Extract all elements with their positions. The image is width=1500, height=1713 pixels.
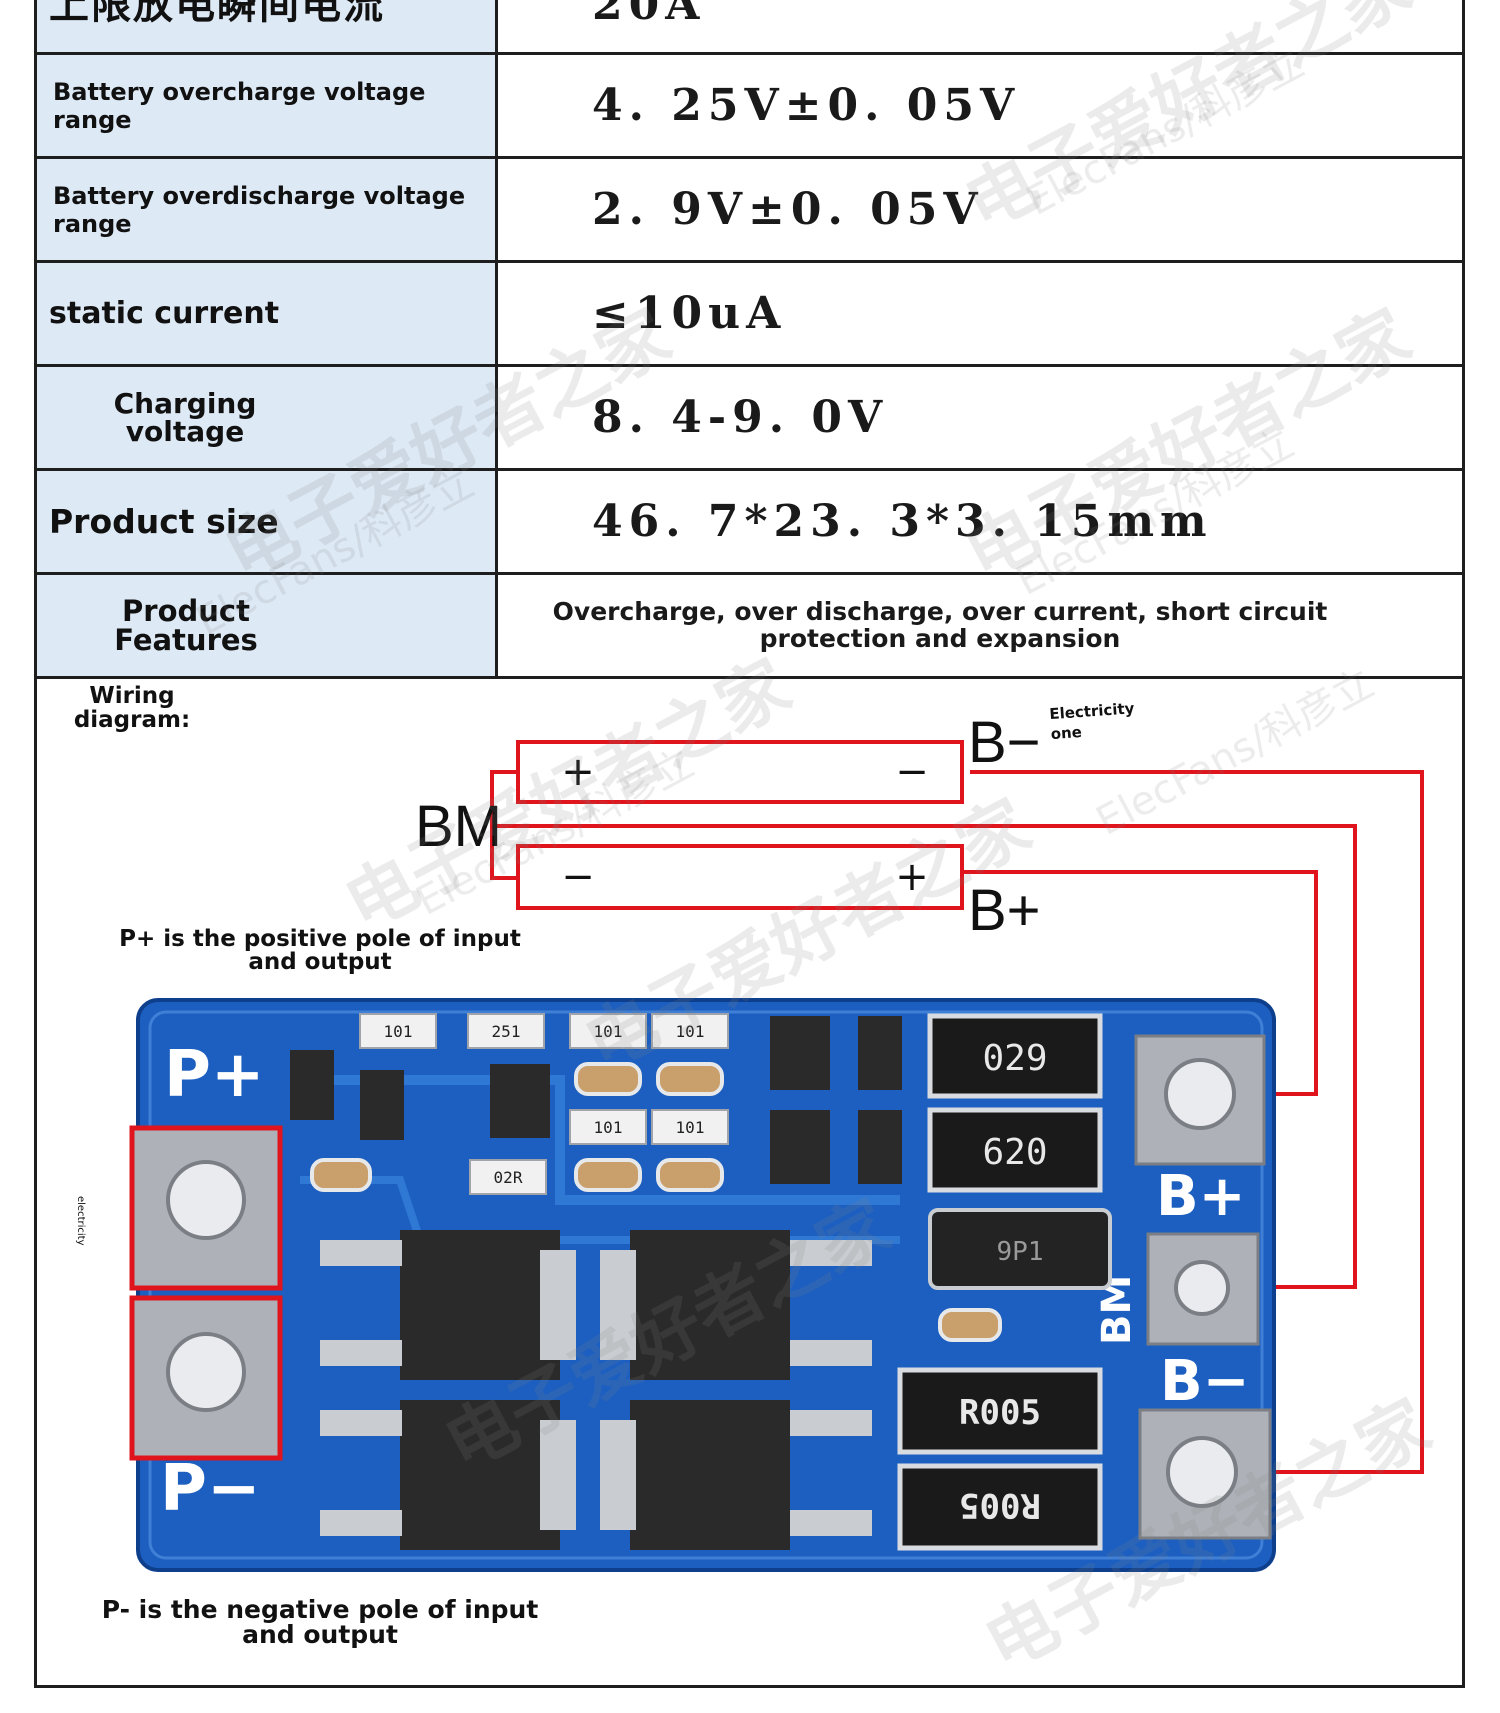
bm-label: BM xyxy=(415,794,502,859)
mosfet xyxy=(600,1400,872,1550)
row-label: Charging voltage xyxy=(37,367,495,468)
p-plus-pad xyxy=(129,1125,283,1291)
mosfet xyxy=(600,1230,872,1380)
column-divider xyxy=(495,471,498,572)
svg-text:9P1: 9P1 xyxy=(997,1237,1044,1267)
column-divider xyxy=(495,55,498,156)
board-p-minus: P− xyxy=(160,1452,261,1526)
smd-capacitors xyxy=(310,1062,1002,1342)
smd-resistor-row: 101 251 101 101 101 101 02R xyxy=(359,1013,729,1195)
row-label: Battery overcharge voltage range xyxy=(37,55,511,156)
protection-board: P+ P− B+ B− BM 029 xyxy=(129,998,1276,1572)
p-minus-note: P- is the negative pole of input and out… xyxy=(101,1595,539,1649)
ic-chips xyxy=(290,1016,902,1184)
row-value: 20A xyxy=(498,0,1462,52)
row-value: 8. 4-9. 0V xyxy=(498,367,1462,468)
column-divider xyxy=(495,263,498,364)
row-label: Battery overdischarge voltage range xyxy=(37,159,511,260)
board-p-plus: P+ xyxy=(164,1038,265,1112)
row-label-text: Charging voltage xyxy=(113,386,257,448)
svg-text:101: 101 xyxy=(594,1118,623,1137)
table-row: Product size 46. 7*23. 3*3. 15mm xyxy=(34,471,1465,575)
resistor-029: 029 xyxy=(927,1013,1103,1099)
svg-text:029: 029 xyxy=(982,1038,1047,1079)
minus-sign: − xyxy=(895,749,929,795)
svg-text:101: 101 xyxy=(594,1022,623,1041)
row-label: Product Features xyxy=(37,575,495,676)
wires xyxy=(490,770,1424,1474)
svg-text:101: 101 xyxy=(384,1022,413,1041)
plus-sign: + xyxy=(561,749,595,795)
wiring-diagram-heading: Wiring diagram: xyxy=(73,683,191,734)
b-minus-note: Electricity one xyxy=(1048,699,1135,743)
b-minus-pad-top xyxy=(1134,1034,1266,1166)
resistor-r005-b: R005 xyxy=(897,1463,1103,1551)
table-row: 上限放电瞬间电流 20A xyxy=(34,0,1465,55)
row-label: 上限放电瞬间电流 xyxy=(37,0,507,52)
bm-pad xyxy=(1146,1232,1260,1346)
svg-text:02R: 02R xyxy=(494,1168,523,1187)
svg-text:620: 620 xyxy=(982,1132,1047,1173)
column-divider xyxy=(495,0,498,52)
diode-9p1: 9P1 xyxy=(928,1208,1112,1290)
board-b-minus: B− xyxy=(1160,1349,1250,1414)
mosfet xyxy=(320,1230,576,1380)
row-value: ≤10uA xyxy=(498,263,1462,364)
side-note: electricity xyxy=(75,1196,86,1246)
b-plus-label: B+ xyxy=(968,878,1041,943)
b-minus-label: B− xyxy=(968,710,1041,775)
resistor-r005-a: R005 xyxy=(897,1367,1103,1455)
battery-cell-bottom: − + xyxy=(516,844,964,910)
row-value: 46. 7*23. 3*3. 15mm xyxy=(498,471,1462,572)
column-divider xyxy=(495,575,498,676)
table-row: Battery overdischarge voltage range 2. 9… xyxy=(34,159,1465,263)
row-value: Overcharge, over discharge, over current… xyxy=(498,575,1462,676)
svg-text:251: 251 xyxy=(492,1022,521,1041)
plus-sign: + xyxy=(895,854,929,900)
column-divider xyxy=(495,159,498,260)
minus-sign: − xyxy=(561,854,595,900)
table-row: Battery overcharge voltage range 4. 25V±… xyxy=(34,55,1465,159)
battery-cell-top: + − xyxy=(516,740,964,804)
row-value: 4. 25V±0. 05V xyxy=(498,55,1462,156)
p-plus-note: P+ is the positive pole of input and out… xyxy=(119,926,521,975)
svg-text:R005: R005 xyxy=(959,1485,1041,1525)
row-label: Product size xyxy=(37,471,507,572)
svg-text:R005: R005 xyxy=(959,1393,1041,1433)
svg-text:101: 101 xyxy=(676,1118,705,1137)
column-divider xyxy=(495,367,498,468)
table-row: Product Features Overcharge, over discha… xyxy=(34,575,1465,679)
resistor-620: 620 xyxy=(927,1107,1103,1193)
svg-text:101: 101 xyxy=(676,1022,705,1041)
row-label-text: Product Features xyxy=(114,593,258,657)
table-row: static current ≤10uA xyxy=(34,263,1465,367)
board-b-plus: B+ xyxy=(1156,1164,1246,1229)
row-value: 2. 9V±0. 05V xyxy=(498,159,1462,260)
p-minus-pad xyxy=(129,1295,283,1461)
row-label: static current xyxy=(37,263,507,364)
table-row: Charging voltage 8. 4-9. 0V xyxy=(34,367,1465,471)
mosfet xyxy=(320,1400,576,1550)
b-minus-pad-bottom xyxy=(1138,1408,1272,1540)
